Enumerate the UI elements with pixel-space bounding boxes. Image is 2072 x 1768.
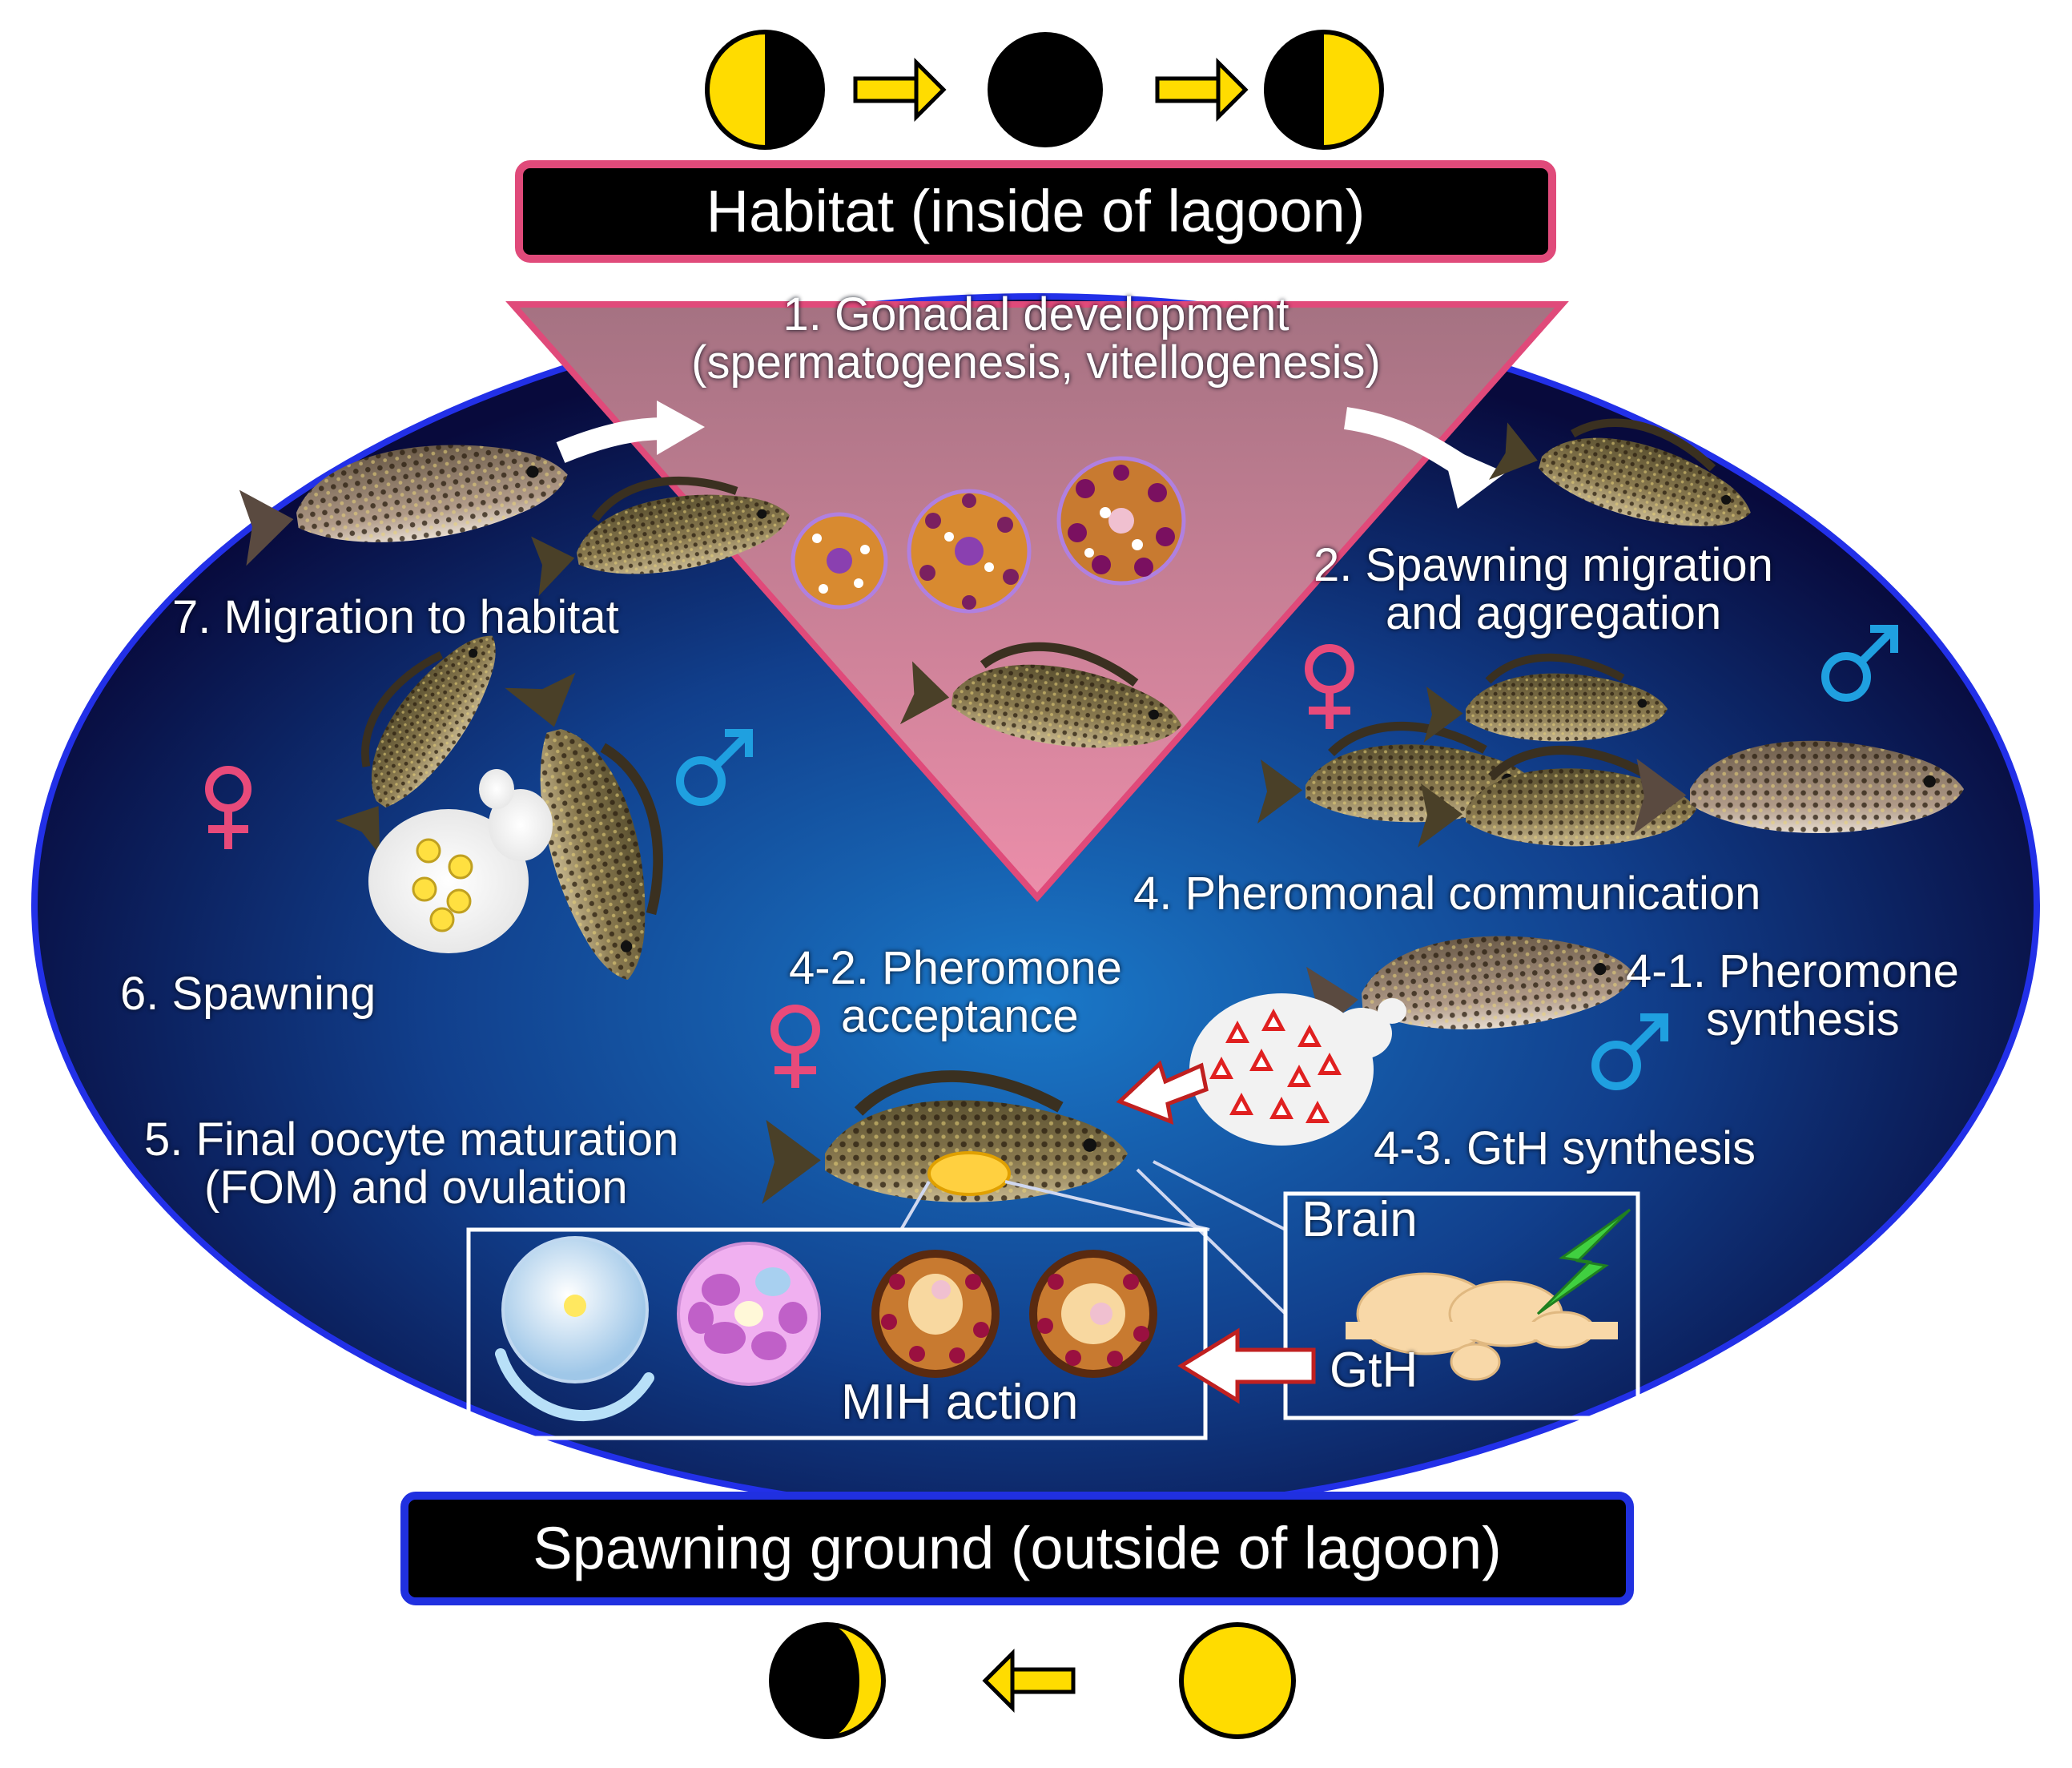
brain-icon (1346, 1272, 1618, 1381)
bottom-moon-sequence (769, 1622, 1296, 1739)
egg-cloud (368, 769, 553, 953)
male-symbol-icon (1591, 1013, 1668, 1090)
pheromone-cloud (1189, 993, 1406, 1146)
female-symbol-icon (1305, 644, 1354, 729)
first-quarter-moon-icon (705, 30, 825, 150)
migration-arrow-icon (556, 417, 666, 463)
male-symbol-icon (1821, 625, 1898, 702)
step-1-detail: (spermatogenesis, vitellogenesis) (691, 336, 1381, 389)
connector-line (1136, 1168, 1287, 1315)
step-4-label: 4. Pheromonal communication (1133, 868, 1761, 920)
female-symbol-icon (770, 1005, 820, 1088)
developing-oocytes (791, 456, 1186, 614)
step-1-label: 1. Gonadal development (783, 288, 1289, 340)
step-4-2-label: 4-2. Pheromone (789, 942, 1122, 994)
connector-line (899, 1180, 931, 1231)
step-5-label: 5. Final oocyte maturation (144, 1114, 679, 1166)
female-symbol-icon (205, 766, 251, 849)
arrow-right-icon (853, 57, 947, 123)
oocyte-box (466, 1227, 1208, 1440)
step-2-detail: and aggregation (1386, 587, 1722, 639)
spawning-ground-banner: Spawning ground (outside of lagoon) (414, 1505, 1620, 1592)
migration-arrow-head-icon (657, 401, 705, 455)
migration-arrow-head-icon (1442, 445, 1506, 509)
step-4-2-detail: acceptance (841, 990, 1079, 1042)
mih-action-label: MIH action (841, 1375, 1079, 1430)
top-moon-sequence (705, 30, 1384, 150)
gth-arrow-icon (1177, 1327, 1316, 1404)
male-symbol-icon (676, 729, 753, 806)
last-quarter-moon-icon (1264, 30, 1384, 150)
step-2-label: 2. Spawning migration (1314, 539, 1773, 591)
new-moon-icon (988, 32, 1103, 147)
step-4-1-label: 4-1. Pheromone (1626, 945, 1959, 997)
connector-line (1153, 1160, 1286, 1231)
step-7-label: 7. Migration to habitat (172, 591, 619, 643)
arrow-left-icon (982, 1648, 1076, 1714)
lightning-icon (1536, 1208, 1631, 1315)
habitat-banner: Habitat (inside of lagoon) (529, 172, 1543, 251)
full-moon-icon (1179, 1622, 1296, 1739)
step-6-label: 6. Spawning (120, 968, 376, 1020)
brain-label: Brain (1302, 1192, 1418, 1247)
pheromone-arrow-icon (1116, 1060, 1209, 1125)
step-5-detail: (FOM) and ovulation (204, 1162, 628, 1214)
gth-label: GtH (1330, 1343, 1418, 1398)
ovary-highlight (927, 1151, 1011, 1196)
step-4-1-detail: synthesis (1706, 993, 1900, 1045)
maturing-oocytes (495, 1236, 1157, 1421)
step-4-3-label: 4-3. GtH synthesis (1374, 1122, 1756, 1174)
brain-box (1283, 1191, 1640, 1420)
gonadal-development-triangle (505, 301, 1569, 903)
arrow-right-icon (1155, 57, 1249, 123)
connector-line (1004, 1180, 1210, 1231)
first-quarter-moon-icon (769, 1622, 886, 1739)
